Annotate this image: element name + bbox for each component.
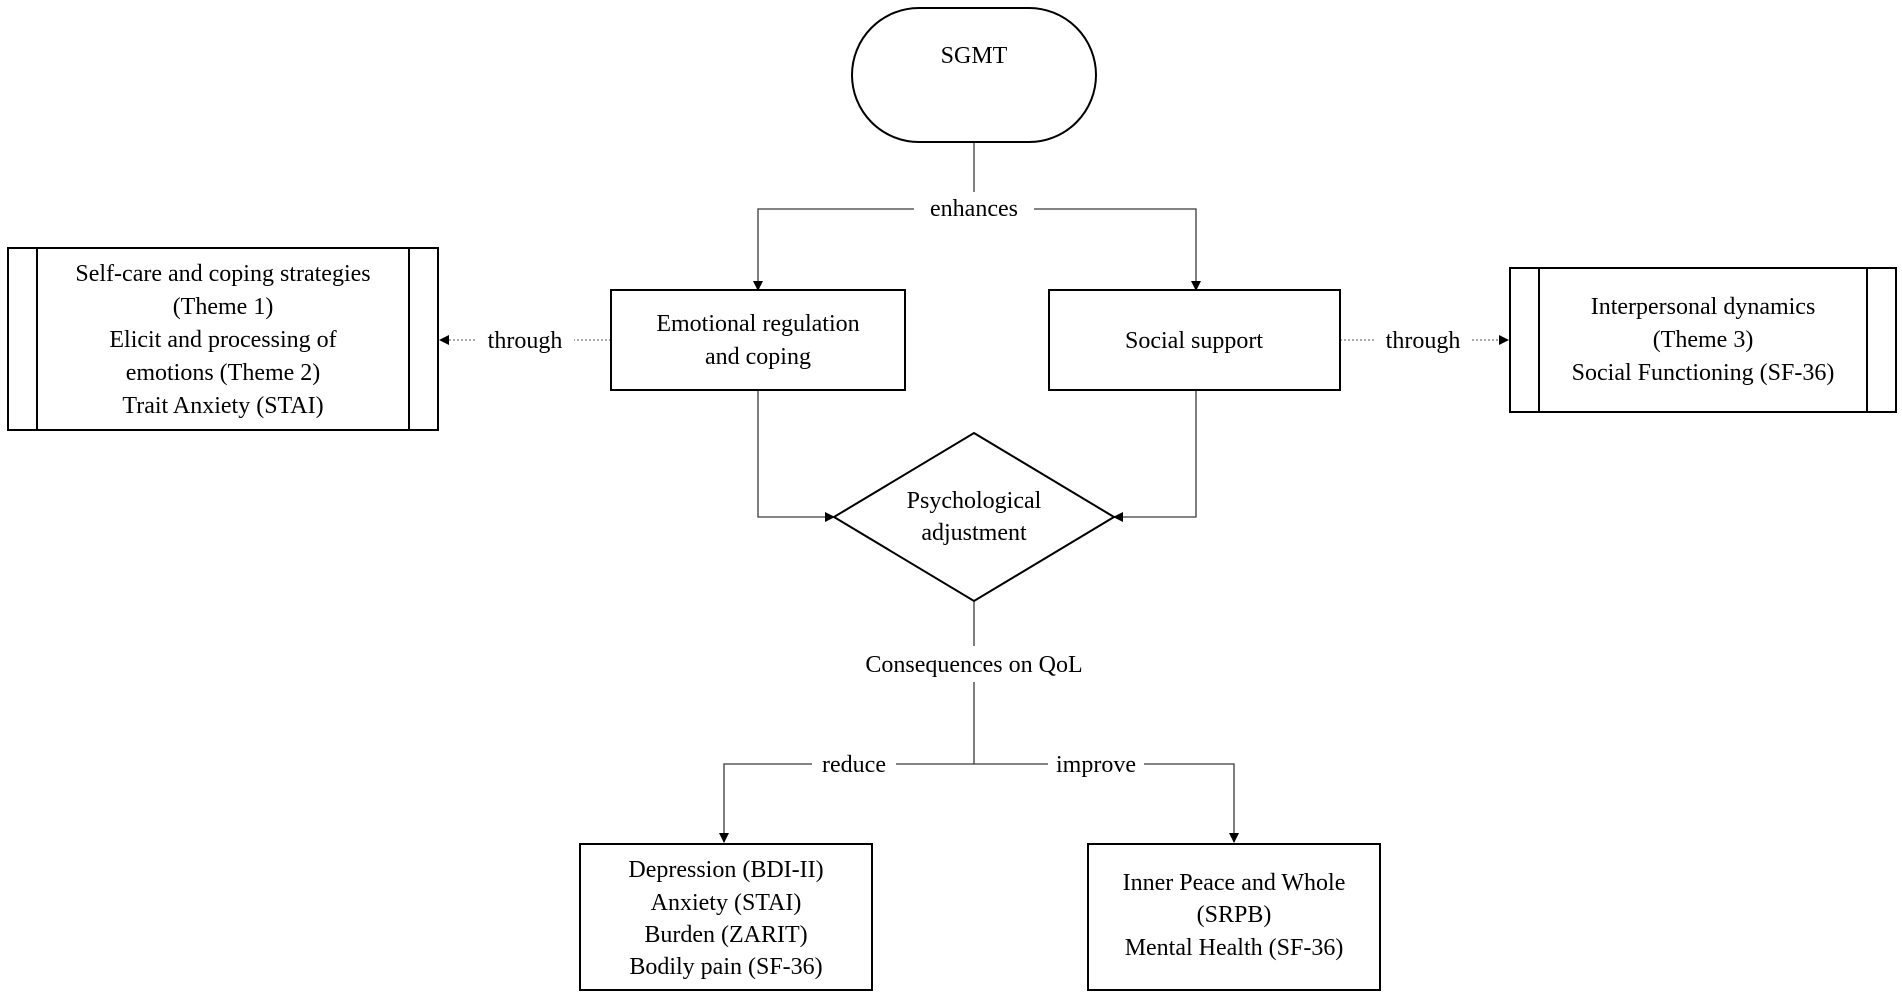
reduce-line-1: Depression (BDI-II) [628,857,823,883]
through-left-label: through [488,328,563,354]
emotional-line-1: Emotional regulation [656,311,859,337]
improve-line-1: Inner Peace and Whole [1123,870,1346,896]
right-line-1: Interpersonal dynamics [1591,294,1816,320]
consequences-label: Consequences on QoL [865,652,1082,678]
reduce-line-3: Burden (ZARIT) [644,922,807,948]
improve-label: improve [1056,752,1136,778]
left-line-2: (Theme 1) [173,294,274,320]
right-line-3: Social Functioning (SF-36) [1572,360,1835,386]
reduce-line-4: Bodily pain (SF-36) [629,954,822,980]
left-themes-node: Self-care and coping strategies (Theme 1… [7,247,439,431]
emotional-to-psych-arrow [757,390,835,522]
reduce-line-2: Anxiety (STAI) [651,890,802,916]
social-support-node: Social support [1048,289,1341,391]
enhances-to-social-arrow [974,208,1201,291]
left-line-5: Trait Anxiety (STAI) [122,393,323,419]
reduce-label: reduce [822,752,886,778]
social-to-psych-arrow [1113,390,1197,522]
enhances-to-emotional-arrow [753,208,974,291]
right-line-2: (Theme 3) [1653,327,1754,353]
sgmt-label: SGMT [941,43,1008,69]
sgmt-node: SGMT [851,7,1097,143]
emotional-line-2: and coping [705,344,811,370]
left-line-3: Elicit and processing of [109,327,336,353]
social-label: Social support [1125,328,1263,354]
psych-line-1: Psychological [907,488,1042,514]
improve-line-3: Mental Health (SF-36) [1125,935,1344,961]
psych-line-2: adjustment [921,520,1027,546]
enhances-label: enhances [930,196,1018,222]
reduce-outcomes-node: Depression (BDI-II) Anxiety (STAI) Burde… [579,843,873,991]
left-line-1: Self-care and coping strategies [75,261,370,287]
left-line-4: emotions (Theme 2) [126,360,321,386]
improve-outcomes-node: Inner Peace and Whole (SRPB) Mental Heal… [1087,843,1381,991]
psychological-adjustment-node: Psychological adjustment [832,431,1116,603]
improve-line-2: (SRPB) [1197,902,1272,928]
emotional-regulation-node: Emotional regulation and coping [610,289,906,391]
through-right-label: through [1386,328,1461,354]
right-themes-node: Interpersonal dynamics (Theme 3) Social … [1509,267,1897,413]
connector-labels: enhances through through Consequences on… [476,192,1472,782]
